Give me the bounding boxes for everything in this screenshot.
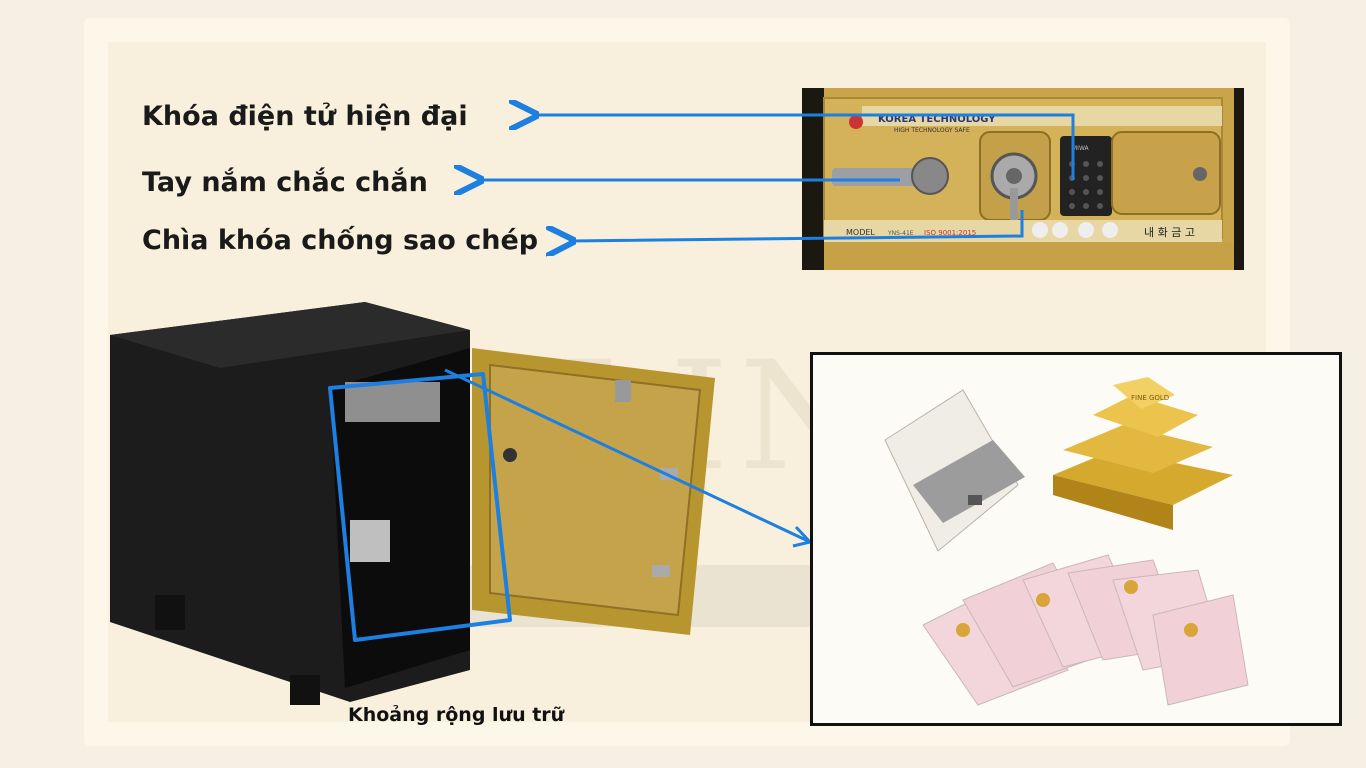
lock-brand-text: MIWA (1072, 145, 1090, 152)
safe-foot (155, 595, 185, 630)
emblem-icon (1184, 623, 1198, 637)
lock-panel-photo: KOREA TECHNOLOGY HIGH TECHNOLOGY SAFE MI… (802, 88, 1244, 270)
tagline-text: HIGH TECHNOLOGY SAFE (894, 127, 970, 134)
book-safe (884, 389, 1025, 552)
emblem-icon (1036, 593, 1050, 607)
certification-badges (1032, 222, 1118, 238)
electronic-lock-label: Khóa điện tử hiện đại (142, 101, 468, 132)
gold-bar-text: FINE GOLD (1131, 394, 1169, 402)
brand-text: KOREA TECHNOLOGY (878, 114, 996, 125)
emblem-icon (956, 623, 970, 637)
storage-caption: Khoảng rộng lưu trữ (348, 704, 565, 726)
book-safe-key-icon (968, 495, 982, 505)
stored-items-box: FINE GOLD (810, 352, 1342, 726)
gold-bars: FINE GOLD (1053, 377, 1233, 530)
stored-items-illustration: FINE GOLD (884, 377, 1249, 706)
iso-text: ISO 9001:2015 (924, 229, 976, 237)
brand-logo-icon (849, 115, 863, 129)
door-lock-icon (503, 448, 517, 462)
certificate-documents (922, 554, 1249, 706)
handle-knob (911, 157, 949, 195)
key-icon (1010, 188, 1018, 228)
safe-cavity (330, 348, 470, 688)
power-button-icon (1193, 167, 1207, 181)
model-number: YNS-41E (887, 230, 914, 237)
emblem-icon (1124, 580, 1138, 594)
lock-panel-illustration: KOREA TECHNOLOGY HIGH TECHNOLOGY SAFE MI… (802, 88, 1244, 270)
door-bolt (615, 380, 631, 402)
safe-illustration (110, 302, 715, 705)
handle-label: Tay nắm chắc chắn (142, 167, 428, 198)
safe-foot (290, 675, 320, 705)
model-label: MODEL (846, 228, 875, 237)
korean-text: 내 화 금 고 (1144, 226, 1195, 239)
key-label: Chìa khóa chống sao chép (142, 225, 539, 256)
storage-highlight (328, 372, 512, 642)
